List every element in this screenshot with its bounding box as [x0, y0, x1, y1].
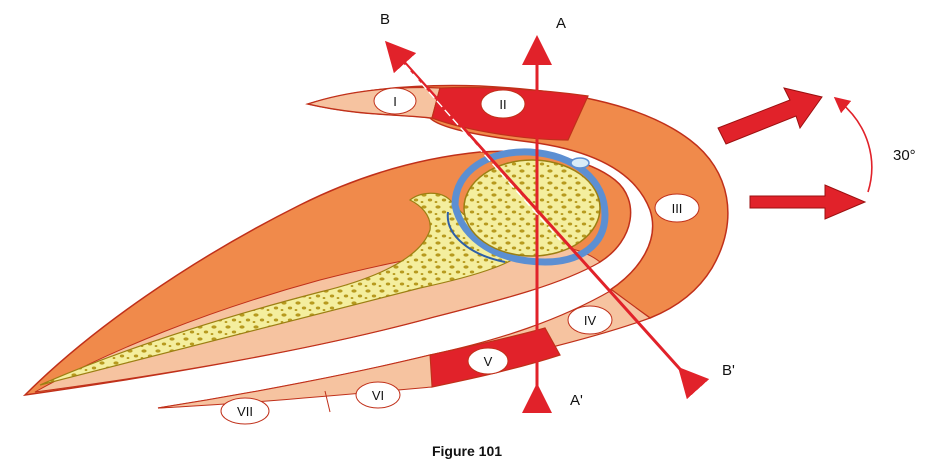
svg-text:VII: VII — [237, 404, 253, 419]
svg-text:I: I — [393, 94, 397, 109]
svg-text:V: V — [484, 354, 493, 369]
region-label-i: I — [374, 88, 416, 114]
lower-rotation-arrow — [750, 185, 865, 219]
figure-caption: Figure 101 — [0, 443, 934, 459]
region-label-iv: IV — [568, 306, 612, 334]
region-label-ii: II — [481, 90, 525, 118]
region-label-v: V — [468, 348, 508, 374]
svg-text:II: II — [499, 97, 506, 112]
upper-rotation-arrow — [718, 88, 822, 144]
axis-label-b-prime: B' — [722, 362, 735, 379]
svg-text:IV: IV — [584, 313, 597, 328]
svg-text:III: III — [672, 201, 683, 216]
small-bursa — [571, 158, 589, 168]
region-label-vi: VI — [356, 382, 400, 408]
humeral-head — [464, 160, 600, 256]
axis-label-a: A — [556, 15, 566, 32]
region-label-vii: VII — [221, 398, 269, 424]
svg-text:VI: VI — [372, 388, 384, 403]
rotation-arc — [840, 102, 872, 192]
axis-label-b: B — [380, 11, 390, 28]
axis-label-a-prime: A' — [570, 392, 583, 409]
region-label-iii: III — [655, 194, 699, 222]
rotation-angle-label: 30° — [893, 147, 916, 164]
